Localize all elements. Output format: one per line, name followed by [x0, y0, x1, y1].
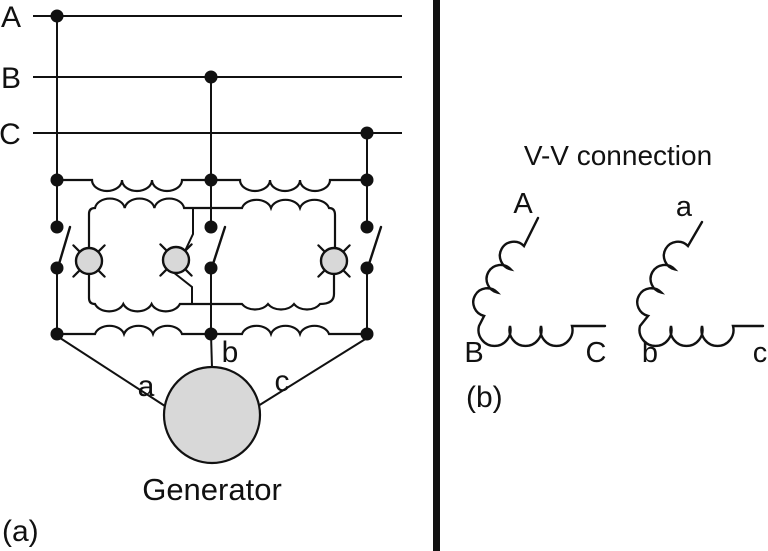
vv-primary-label-A: A [513, 188, 533, 220]
junction-dot [50, 9, 64, 23]
panel-b-tag: (b) [466, 381, 503, 414]
vv-primary-diagram: A B C [464, 188, 606, 369]
lamp-left-rays-icon [72, 244, 106, 278]
junction-dots [50, 9, 374, 341]
junction-dot [50, 173, 64, 187]
center-lamp-tap-lower [172, 271, 193, 304]
generator-circle [162, 365, 262, 465]
phasing-lamps [72, 243, 351, 278]
generator-lead-c [257, 337, 368, 407]
feeder-wires [56, 16, 368, 334]
junction-dot [360, 261, 374, 275]
junction-dot [204, 173, 218, 187]
switch-C-blade [367, 225, 383, 266]
lamp-center-bulb-icon [161, 245, 191, 275]
junction-dot [360, 126, 374, 140]
generator: a b c Generator [56, 333, 368, 507]
lamp-right-rays-icon [317, 244, 351, 278]
terminal-label-b: b [222, 336, 239, 369]
terminal-label-c: c [275, 365, 290, 398]
three-phase-buses: A B C [0, 1, 402, 151]
junction-dot [360, 173, 374, 187]
junction-dot [50, 220, 64, 234]
lamp-center [159, 243, 193, 277]
junction-dot [50, 261, 64, 275]
junction-dot [360, 327, 374, 341]
lamp-left [72, 244, 106, 278]
center-lamp-tap-upper [184, 208, 194, 252]
lamp-center-rays-icon [159, 243, 193, 277]
vv-secondary-windings [636, 220, 765, 348]
vv-secondary-diagram: a b c [636, 191, 768, 369]
panel-a-tag: (a) [2, 515, 39, 548]
switch-B-blade [211, 225, 227, 266]
bus-label-A: A [1, 1, 21, 34]
vv-secondary-label-c: c [753, 337, 768, 369]
junction-dot [204, 220, 218, 234]
lamp-right-bulb-icon [319, 246, 349, 276]
vv-primary-label-C: C [586, 337, 607, 369]
secondary-winding-top-row [87, 197, 337, 248]
junction-dot [204, 261, 218, 275]
switch-A-blade [57, 225, 72, 266]
vv-connection-title: V-V connection [524, 140, 712, 171]
lamp-left-bulb-icon [74, 246, 104, 276]
generator-label: Generator [142, 472, 282, 507]
secondary-winding-bottom-row [87, 274, 336, 313]
junction-dot [360, 220, 374, 234]
vv-secondary-label-a: a [676, 191, 693, 223]
panel-divider [433, 0, 440, 551]
bus-label-C: C [0, 118, 21, 151]
terminal-label-a: a [138, 370, 155, 403]
panel-b: V-V connection A B C a b c (b) [464, 140, 767, 414]
vv-primary-label-B: B [464, 337, 483, 369]
switches [57, 225, 383, 266]
bus-label-B: B [1, 62, 21, 95]
vv-secondary-label-b: b [642, 337, 658, 369]
generator-lead-b [210, 333, 213, 369]
panel-a: A B C [0, 1, 402, 548]
junction-dot [204, 70, 218, 84]
generator-lead-a [56, 335, 169, 409]
lamp-right [317, 244, 351, 278]
vv-primary-windings [472, 216, 607, 348]
